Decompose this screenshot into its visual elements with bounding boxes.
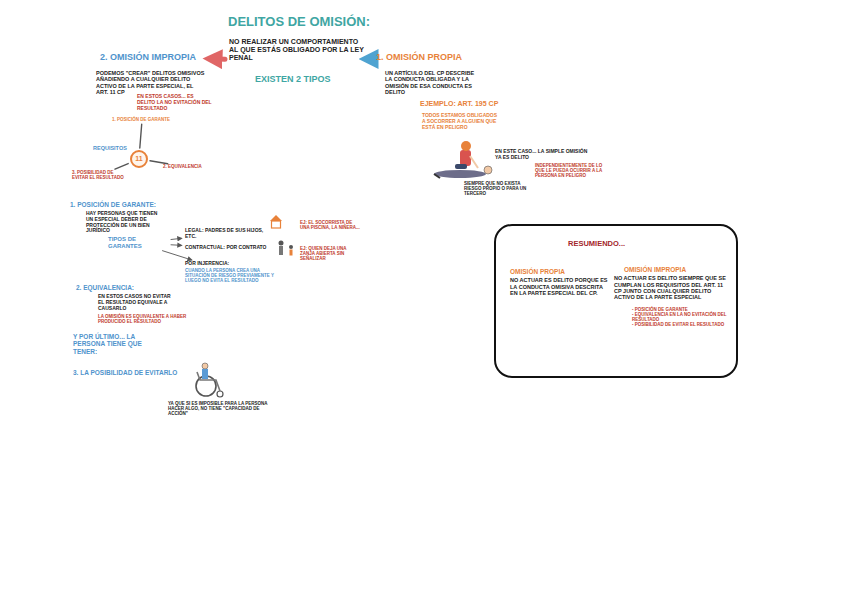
node-heading: OMISIÓN IMPROPIA [624,266,730,273]
note-text: UN ARTÍCULO DEL CP DESCRIBE LA CONDUCTA … [385,70,480,95]
note-text: 1. POSICIÓN DE GARANTE: [70,201,180,208]
note-text: TODOS ESTAMOS OBLIGADOS A SOCORRER A ALG… [422,113,500,130]
node-heading: 2. EQUIVALENCIA [163,164,208,169]
person-head [202,363,208,369]
child-icon-body [290,250,293,256]
diagram-title: DELITOS DE OMISIÓN: [228,15,370,30]
branch-heading: 2. OMISIÓN IMPROPIA [100,52,200,62]
node-heading: OMISIÓN PROPIA [510,268,610,275]
node-text: - POSIBILIDAD DE EVITAR EL RESULTADO [632,322,730,327]
connector [115,164,128,170]
note-text: INDEPENDIENTEMENTE DE LO QUE LE PUEDA OC… [535,163,613,179]
connector [140,124,142,148]
note-text: EJEMPLO: ART. 195 CP [420,100,510,108]
node-heading: LEGAL: PADRES DE SUS HIJOS, ETC. [185,228,267,240]
node-text: NO ACTUAR ES DELITO PORQUE ES LA CONDUCT… [510,277,610,296]
node-heading: POR INJERENCIA: [185,261,275,267]
note-text: EN ESTE CASO... LA SIMPLE OMISIÓN YA ES … [495,149,590,161]
connector [150,161,168,164]
person-body [202,369,208,379]
chair-frame [197,372,220,391]
connector [171,244,181,246]
note-text: 3. LA POSIBILIDAD DE EVITARLO [73,369,183,376]
note-text: EJ: QUIEN DEJA UNA ZANJA ABIERTA SIN SEÑ… [300,246,362,262]
node-heading: TIPOS DE GARANTES [108,236,168,250]
summary-column: OMISIÓN IMPROPIA NO ACTUAR ES DELITO SIEM… [614,266,730,327]
node-heading: CONTRACTUAL: POR CONTRATO [185,245,267,251]
note-text: LA OMISIÓN ES EQUIVALENTE A HABER PRODUC… [98,314,198,324]
cpr-illustration [434,141,492,178]
note-text: Y POR ÚLTIMO... LA PERSONA TIENE QUE TEN… [73,333,148,355]
node-heading: NO REALIZAR UN COMPORTAMIENTO AL QUE EST… [229,38,364,62]
child-icon-head [289,245,293,249]
requirement-label: 3. POSIBILIDAD DE EVITAR EL RESULTADO [72,170,130,180]
branch-heading: 1. OMISIÓN PROPIA [376,52,471,62]
requirement-label: 2. EQUIVALENCIA [163,164,208,169]
node-text: NO ACTUAR ES DELITO SIEMPRE QUE SE CUMPL… [614,275,730,300]
wheelchair-illustration [196,363,223,397]
person-icon-head [279,241,284,246]
note-text: EN ESTOS CASOS... ES DELITO LA NO EVITAC… [137,94,212,111]
guarantor-type: POR INJERENCIA:CUANDO LA PERSONA CREA UN… [185,261,275,283]
note-text: YA QUE SI ES IMPOSIBLE PARA LA PERSONA H… [168,401,268,417]
note-text: EJ: EL SOCORRISTA DE UNA PISCINA, LA NIÑ… [300,220,362,230]
house-body [272,221,281,228]
node-text: - POSICIÓN DE GARANTE [632,307,730,312]
node-text: CUANDO LA PERSONA CREA UNA SITUACIÓN DE … [185,268,275,284]
note-text: HAY PERSONAS QUE TIENEN UN ESPECIAL DEBE… [86,211,166,234]
guarantor-type: LEGAL: PADRES DE SUS HIJOS, ETC. [185,228,267,240]
node-heading: 1. POSICIÓN DE GARANTE [112,117,172,122]
definition-block: NO REALIZAR UN COMPORTAMIENTO AL QUE EST… [229,38,364,84]
person-icon-body [279,246,283,255]
lying-person-head [484,166,492,174]
node-heading: RESUMIENDO... [568,240,736,249]
house-roof [270,215,282,221]
requirement-circle: 11 [130,150,148,168]
rescuer-hair [461,141,471,151]
connector [171,238,181,239]
connector [210,56,225,62]
note-text: REQUISITOS [93,145,133,151]
rescuer-arm [470,156,478,168]
node-heading: 11 [135,155,142,163]
node-text: EXISTEN 2 TIPOS [255,74,364,84]
note-text: SIEMPRE QUE NO EXISTA RIESGO PROPIO O PA… [464,181,536,197]
small-wheel [217,391,223,397]
summary-column: OMISIÓN PROPIA NO ACTUAR ES DELITO PORQUE… [510,268,610,296]
connector [366,57,368,62]
node-heading: 3. POSIBILIDAD DE EVITAR EL RESULTADO [72,170,130,180]
requirement-label: 1. POSICIÓN DE GARANTE [112,117,172,122]
note-text: PODEMOS "CREAR" DELITOS OMISIVOS AÑADIEN… [96,70,206,95]
lying-person-body [434,170,486,178]
summary-box: RESUMIENDO... OMISIÓN PROPIA NO ACTUAR ES … [494,224,738,378]
lying-person-feet [434,174,440,178]
node-heading: 2. OMISIÓN IMPROPIA [100,52,200,62]
node-text: - EQUIVALENCIA EN LA NO EVITACIÓN DEL RE… [632,312,730,322]
guarantor-icons [270,215,293,256]
guarantor-type: CONTRACTUAL: POR CONTRATO [185,245,267,251]
connector [163,251,192,260]
rescuer-legs [455,164,467,169]
guarantor-types: TIPOS DE GARANTES [108,236,168,250]
note-text: EN ESTOS CASOS NO EVITAR EL RESULTADO EQ… [98,294,178,311]
note-text: 2. EQUIVALENCIA: [76,284,176,291]
node-heading: 1. OMISIÓN PROPIA [376,52,471,62]
rescuer-body [460,150,471,166]
